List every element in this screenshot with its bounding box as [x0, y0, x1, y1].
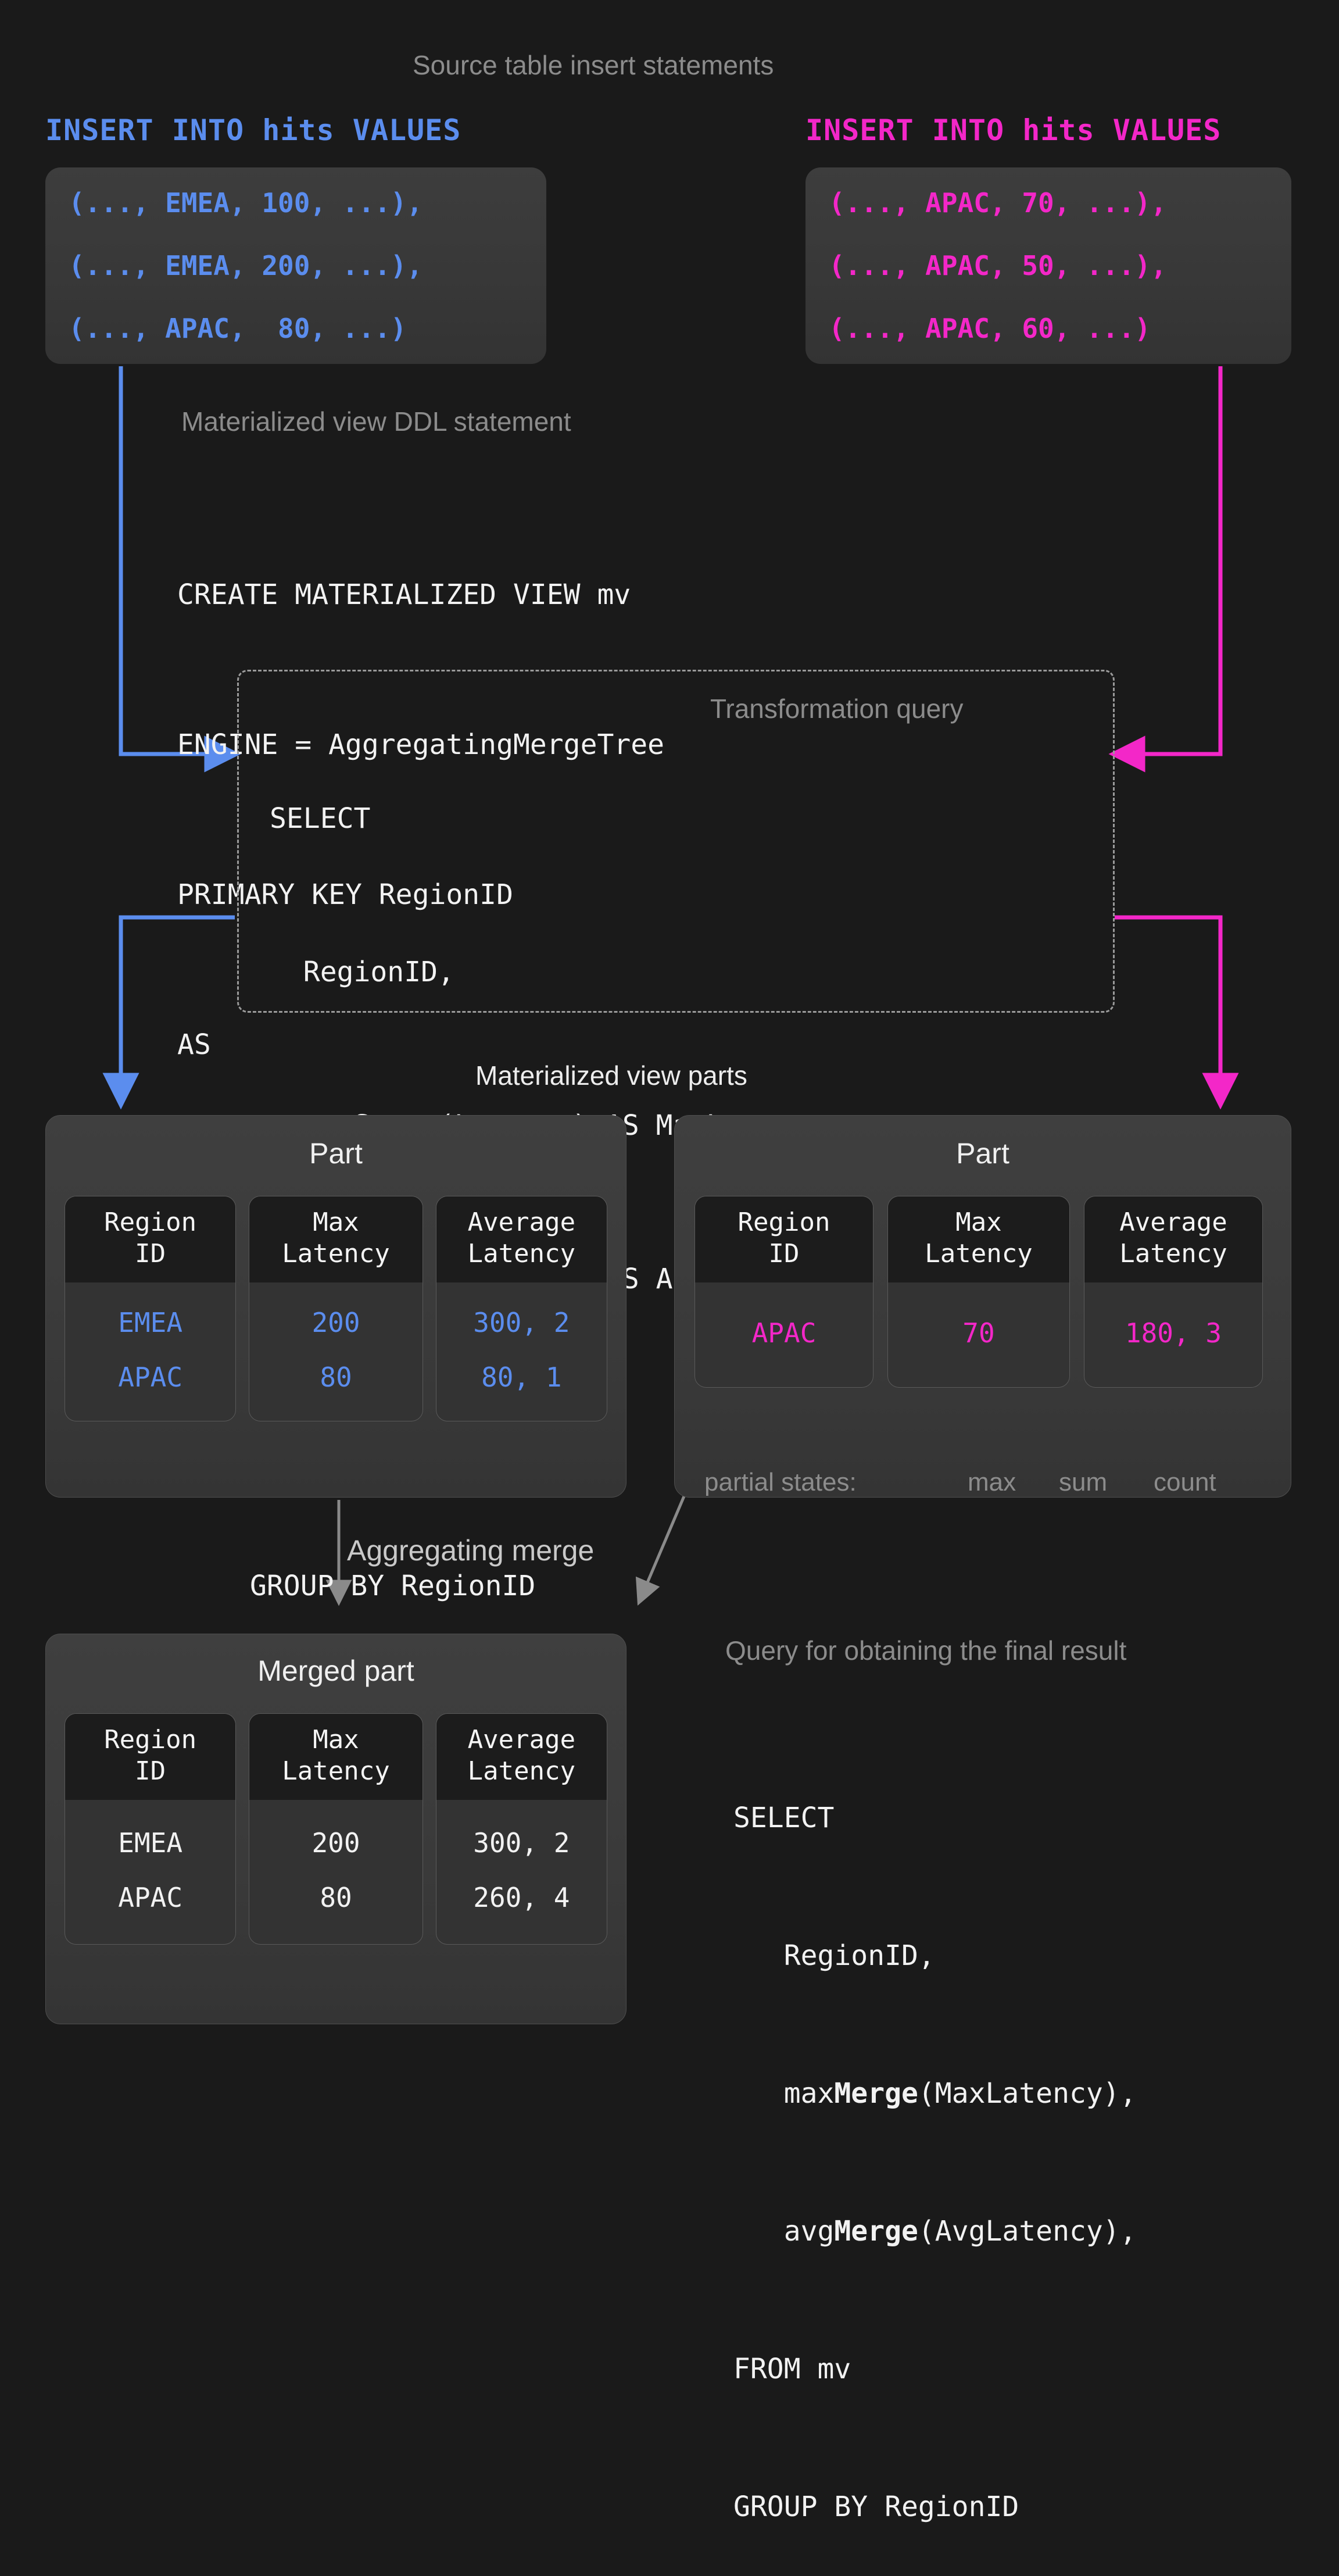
partial-state-sum: sum	[1059, 1468, 1108, 1496]
column-values: EMEA APAC	[65, 1800, 235, 1944]
arrow-pink-query-to-part	[1115, 915, 1239, 1110]
part-columns: Region ID APAC Max Latency 70 Average La…	[694, 1196, 1271, 1388]
insert-value-line: (..., APAC, 70, ...),	[829, 187, 1167, 219]
ddl-line: PRIMARY KEY RegionID	[177, 878, 513, 911]
fq-avg-prefix: avg	[733, 2215, 835, 2248]
insert-value-line: (..., EMEA, 200, ...),	[69, 250, 423, 281]
column-values: 300, 2 260, 4	[436, 1800, 607, 1944]
source-inserts-caption: Source table insert statements	[413, 50, 774, 80]
column-header: Max Latency	[249, 1196, 423, 1282]
column-region-id: Region ID APAC	[694, 1196, 873, 1388]
merged-part-columns: Region ID EMEA APAC Max Latency 200 80 A…	[65, 1713, 608, 1945]
fq-line-regionid: RegionID,	[733, 1939, 935, 1972]
table-cell: 300, 2	[473, 1827, 570, 1859]
table-cell: 300, 2	[473, 1307, 570, 1338]
ddl-caption: Materialized view DDL statement	[181, 406, 571, 437]
column-average-latency: Average Latency 300, 2 260, 4	[435, 1713, 608, 1945]
column-values: EMEA APAC	[65, 1282, 235, 1421]
part-title: Part	[956, 1137, 1009, 1170]
column-max-latency: Max Latency 70	[887, 1196, 1070, 1388]
table-cell: 200	[312, 1307, 360, 1338]
table-cell: 70	[962, 1317, 995, 1349]
partial-state-max: max	[968, 1468, 1016, 1496]
fq-line-select: SELECT	[733, 1802, 835, 1834]
part-columns: Region ID EMEA APAC Max Latency 200 80 A…	[65, 1196, 608, 1421]
column-header: Max Latency	[249, 1714, 423, 1800]
column-max-latency: Max Latency 200 80	[249, 1713, 423, 1945]
final-query-caption: Query for obtaining the final result	[725, 1635, 1127, 1666]
column-values: 180, 3	[1084, 1282, 1262, 1387]
fq-max-suffix: (MaxLatency),	[918, 2077, 1137, 2110]
column-average-latency: Average Latency 300, 2 80, 1	[435, 1196, 608, 1421]
ddl-code-block: CREATE MATERIALIZED VIEW mv ENGINE = Agg…	[177, 470, 664, 1120]
insert-values-box-blue: (..., EMEA, 100, ...), (..., EMEA, 200, …	[45, 167, 546, 364]
merged-part-box: Merged part Region ID EMEA APAC Max Late…	[45, 1634, 626, 2024]
partial-state-count: count	[1154, 1468, 1216, 1496]
table-cell: 260, 4	[473, 1882, 570, 1913]
column-header: Average Latency	[436, 1196, 607, 1282]
ddl-line: ENGINE = AggregatingMergeTree	[177, 728, 665, 761]
tq-line-regionid: RegionID,	[270, 956, 454, 988]
column-average-latency: Average Latency 180, 3	[1084, 1196, 1263, 1388]
fq-line-maxmerge: maxMerge(MaxLatency),	[733, 2071, 1137, 2117]
tq-line-group: GROUP BY RegionID	[250, 1570, 536, 1602]
table-cell: 180, 3	[1125, 1317, 1222, 1349]
aggregating-merge-label: Aggregating merge	[347, 1534, 595, 1567]
table-cell: APAC	[118, 1882, 183, 1913]
column-header: Region ID	[65, 1196, 236, 1282]
mv-part-pink: Part Region ID APAC Max Latency 70 Avera…	[674, 1115, 1291, 1498]
insert-header-pink: INSERT INTO hits VALUES	[805, 113, 1222, 147]
insert-value-line: (..., APAC, 80, ...)	[69, 313, 407, 344]
insert-value-line: (..., EMEA, 100, ...),	[69, 187, 423, 219]
table-cell: EMEA	[118, 1307, 183, 1338]
part-title: Part	[309, 1137, 363, 1170]
final-query-code: SELECT RegionID, maxMerge(MaxLatency), a…	[733, 1703, 1137, 2576]
column-values: APAC	[695, 1282, 873, 1387]
insert-value-line: (..., APAC, 60, ...)	[829, 313, 1151, 344]
column-values: 200 80	[249, 1800, 422, 1944]
fq-line-from: FROM mv	[733, 2353, 851, 2385]
column-header: Region ID	[695, 1196, 873, 1282]
transformation-query-box	[237, 670, 1115, 1013]
table-cell: APAC	[751, 1317, 817, 1349]
column-values: 300, 2 80, 1	[436, 1282, 607, 1421]
insert-header-blue: INSERT INTO hits VALUES	[45, 113, 461, 147]
table-cell: 80, 1	[481, 1362, 562, 1393]
column-region-id: Region ID EMEA APAC	[65, 1713, 237, 1945]
tq-line-select: SELECT	[270, 802, 371, 835]
fq-max-bold: Merge	[834, 2077, 918, 2110]
ddl-line: CREATE MATERIALIZED VIEW mv	[177, 578, 631, 611]
merged-part-title: Merged part	[257, 1655, 414, 1687]
table-cell: 200	[312, 1827, 360, 1859]
column-max-latency: Max Latency 200 80	[249, 1196, 423, 1421]
fq-max-prefix: max	[733, 2077, 835, 2110]
column-header: Region ID	[65, 1714, 236, 1800]
insert-values-box-pink: (..., APAC, 70, ...), (..., APAC, 50, ..…	[805, 167, 1291, 364]
ddl-line: AS	[177, 1028, 211, 1061]
arrow-pink-insert-to-query	[1108, 366, 1223, 773]
mv-part-blue: Part Region ID EMEA APAC Max Latency 200…	[45, 1115, 626, 1498]
column-values: 200 80	[249, 1282, 422, 1421]
partial-states-label: partial states:	[704, 1468, 857, 1496]
fq-avg-bold: Merge	[834, 2215, 918, 2248]
table-cell: APAC	[118, 1362, 183, 1393]
column-values: 70	[888, 1282, 1069, 1387]
table-cell: 80	[320, 1362, 352, 1393]
insert-value-line: (..., APAC, 50, ...),	[829, 250, 1167, 281]
column-header: Average Latency	[1084, 1196, 1262, 1282]
table-cell: 80	[320, 1882, 352, 1913]
fq-line-avgmerge: avgMerge(AvgLatency),	[733, 2209, 1137, 2255]
column-region-id: Region ID EMEA APAC	[65, 1196, 237, 1421]
table-cell: EMEA	[118, 1827, 183, 1859]
fq-avg-suffix: (AvgLatency),	[918, 2215, 1137, 2248]
transformation-query-caption: Transformation query	[710, 694, 964, 724]
column-header: Average Latency	[436, 1714, 607, 1800]
mv-parts-caption: Materialized view parts	[475, 1060, 747, 1091]
column-header: Max Latency	[888, 1196, 1069, 1282]
fq-line-group: GROUP BY RegionID	[733, 2491, 1019, 2523]
